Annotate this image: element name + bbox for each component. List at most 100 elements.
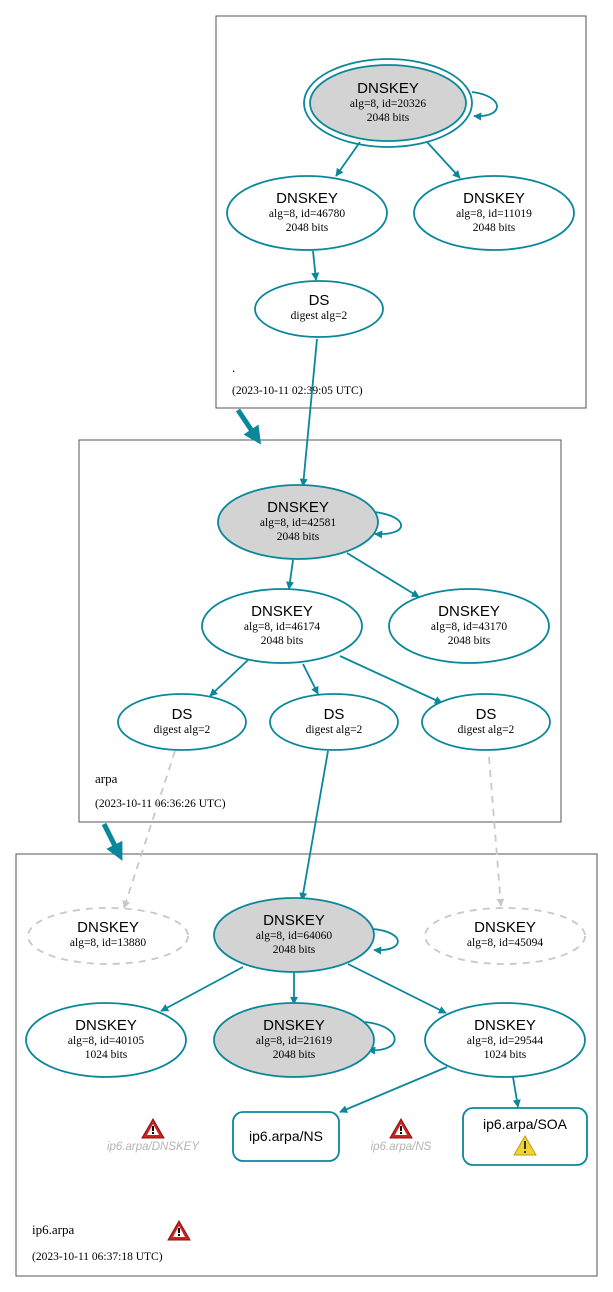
edge-arpa-zsk1-ds1 [209, 659, 249, 697]
node-bits: 2048 bits [367, 112, 410, 124]
node-title: DNSKEY [463, 190, 525, 207]
node-alg: alg=8, id=43170 [431, 621, 507, 633]
edge-arpa-zsk1-ds2 [302, 663, 319, 695]
node-arpa-ksk[interactable]: DNSKEY alg=8, id=42581 2048 bits [217, 484, 379, 560]
node-title: DS [309, 292, 330, 309]
rrset-soa[interactable]: ip6.arpa/SOA [462, 1107, 588, 1166]
node-ip6-zsk2[interactable]: DNSKEY alg=8, id=21619 2048 bits [213, 1002, 375, 1078]
node-title: DNSKEY [263, 912, 325, 929]
zone-ip6-arpa: ip6.arpa (2023-10-11 06:37:18 UTC) [15, 853, 598, 1277]
edge-ip6-ksk-zsk3 [347, 963, 447, 1014]
error-dnskey-label: ip6.arpa/DNSKEY [107, 1141, 200, 1153]
node-alg: alg=8, id=20326 [350, 98, 426, 110]
edge-root-ksk-zsk1 [335, 141, 361, 177]
rrset-ns-label: ip6.arpa/NS [249, 1128, 323, 1144]
node-ip6-missing-key-2[interactable]: DNSKEY alg=8, id=45094 [424, 907, 586, 965]
delegation-arpa-ip6 [101, 822, 123, 861]
node-arpa-zsk2[interactable]: DNSKEY alg=8, id=43170 2048 bits [388, 588, 550, 664]
node-ip6-ksk[interactable]: DNSKEY alg=8, id=64060 2048 bits [213, 897, 375, 973]
rrset-ns[interactable]: ip6.arpa/NS [232, 1111, 340, 1162]
node-ip6-zsk1[interactable]: DNSKEY alg=8, id=40105 1024 bits [25, 1002, 187, 1078]
node-root-zsk2[interactable]: DNSKEY alg=8, id=11019 2048 bits [413, 175, 575, 251]
error-dnskey[interactable]: ip6.arpa/DNSKEY [107, 1118, 200, 1153]
edge-ip6-zsk3-soa [512, 1076, 521, 1108]
node-ip6-missing-key-1[interactable]: DNSKEY alg=8, id=13880 [27, 907, 189, 965]
edge-ds3-missing2 [488, 756, 505, 907]
node-bits: 2048 bits [261, 635, 304, 647]
node-ip6-zsk3[interactable]: DNSKEY alg=8, id=29544 1024 bits [424, 1002, 586, 1078]
edge-ip6-ksk-self [372, 928, 399, 955]
node-title: DNSKEY [276, 190, 338, 207]
edge-root-ksk-zsk2 [426, 141, 461, 179]
zone-root-timestamp: (2023-10-11 02:39:05 UTC) [232, 385, 363, 397]
node-digest: digest alg=2 [291, 310, 348, 322]
node-title: DNSKEY [263, 1017, 325, 1034]
node-bits: 1024 bits [484, 1049, 527, 1061]
zone-arpa-name: arpa [95, 771, 118, 786]
node-digest: digest alg=2 [458, 724, 515, 736]
node-arpa-ds1[interactable]: DS digest alg=2 [117, 693, 247, 751]
node-arpa-ds3[interactable]: DS digest alg=2 [421, 693, 551, 751]
zone-root: . (2023-10-11 02:39:05 UTC) [215, 15, 587, 409]
edge-arpa-zsk1-ds3 [339, 655, 443, 704]
node-title: DNSKEY [438, 603, 500, 620]
node-title: DNSKEY [474, 1017, 536, 1034]
edge-ip6-zsk3-ns [339, 1066, 448, 1113]
node-digest: digest alg=2 [306, 724, 363, 736]
node-title: DNSKEY [267, 499, 329, 516]
node-alg: alg=8, id=11019 [456, 208, 532, 220]
error-icon [141, 1118, 165, 1139]
node-title: DS [324, 706, 345, 723]
node-bits: 2048 bits [448, 635, 491, 647]
node-bits: 2048 bits [277, 531, 320, 543]
edge-root-ds-arpa-ksk [299, 338, 318, 487]
node-alg: alg=8, id=46174 [244, 621, 320, 633]
node-root-ksk[interactable]: DNSKEY alg=8, id=20326 2048 bits [303, 58, 473, 148]
node-title: DNSKEY [357, 80, 419, 97]
node-title: DNSKEY [75, 1017, 137, 1034]
rrset-soa-label: ip6.arpa/SOA [483, 1116, 568, 1132]
node-title: DNSKEY [77, 919, 139, 936]
error-icon [389, 1118, 413, 1139]
node-alg: alg=8, id=21619 [256, 1035, 332, 1047]
node-bits: 2048 bits [273, 1049, 316, 1061]
node-arpa-zsk1[interactable]: DNSKEY alg=8, id=46174 2048 bits [201, 588, 363, 664]
node-digest: digest alg=2 [154, 724, 211, 736]
edges [160, 91, 521, 1113]
edge-ip6-zsk2-self [364, 1021, 396, 1055]
node-alg: alg=8, id=46780 [269, 208, 345, 220]
node-root-ds[interactable]: DS digest alg=2 [254, 280, 384, 338]
node-title: DS [172, 706, 193, 723]
edge-ip6-ksk-zsk1 [160, 966, 244, 1012]
edge-root-zsk1-ds [311, 250, 320, 281]
zone-arpa-timestamp: (2023-10-11 06:36:26 UTC) [95, 798, 226, 810]
node-bits: 2048 bits [286, 222, 329, 234]
zone-root-name: . [232, 360, 235, 375]
edge-ds1-missing1 [122, 750, 176, 909]
edge-arpa-ds2-ip6-ksk [299, 750, 329, 901]
error-zone-ip6-icon[interactable] [167, 1220, 191, 1241]
node-title: DNSKEY [474, 919, 536, 936]
node-alg: alg=8, id=64060 [256, 930, 332, 942]
error-ns-label: ip6.arpa/NS [371, 1141, 432, 1153]
node-title: DS [476, 706, 497, 723]
node-bits: 2048 bits [473, 222, 516, 234]
node-bits: 1024 bits [85, 1049, 128, 1061]
node-root-zsk1[interactable]: DNSKEY alg=8, id=46780 2048 bits [226, 175, 388, 251]
edge-arpa-ksk-zsk2 [346, 552, 420, 598]
node-arpa-ds2[interactable]: DS digest alg=2 [269, 693, 399, 751]
zone-ip6-name: ip6.arpa [32, 1222, 74, 1237]
node-alg: alg=8, id=40105 [68, 1035, 144, 1047]
missing-edges [122, 750, 505, 909]
zone-arpa: arpa (2023-10-11 06:36:26 UTC) [78, 439, 562, 823]
node-alg: alg=8, id=13880 [70, 937, 146, 949]
edge-root-ksk-self [471, 91, 498, 121]
edge-arpa-ksk-zsk1 [286, 559, 294, 590]
node-bits: 2048 bits [273, 944, 316, 956]
edge-arpa-ksk-self [373, 511, 403, 539]
zone-ip6-timestamp: (2023-10-11 06:37:18 UTC) [32, 1251, 163, 1263]
node-alg: alg=8, id=45094 [467, 937, 543, 949]
error-ns[interactable]: ip6.arpa/NS [371, 1118, 432, 1153]
node-alg: alg=8, id=29544 [467, 1035, 543, 1047]
